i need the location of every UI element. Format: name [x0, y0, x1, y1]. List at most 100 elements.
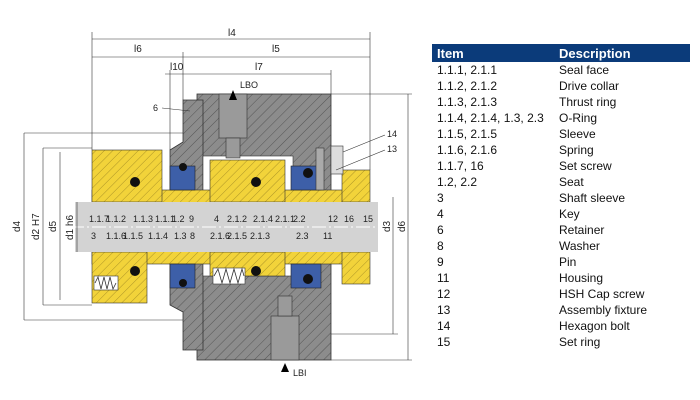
label-2.1.4: 2.1.4 — [253, 214, 273, 224]
spring-coil — [94, 275, 117, 291]
item-cell: 13 — [437, 303, 451, 317]
callout-13: 13 — [387, 144, 397, 154]
label-2.1.2: 2.1.2 — [227, 214, 247, 224]
dim-d4: d4 — [12, 220, 23, 232]
inlet-bore — [277, 295, 293, 317]
label-2.1.6: 2.1.6 — [210, 231, 230, 241]
label-9: 9 — [189, 214, 194, 224]
spring-coil — [213, 267, 245, 285]
hsh-cap-screw — [315, 147, 325, 191]
label-3: 3 — [91, 231, 96, 241]
description-cell: Thrust ring — [559, 95, 617, 109]
port-lbo: LBO — [240, 80, 258, 90]
set-ring-bottom — [341, 251, 371, 285]
description-cell: Assembly fixture — [559, 303, 648, 317]
callout-6: 6 — [153, 103, 158, 113]
item-cell: 1.2, 2.2 — [437, 175, 478, 189]
dim-l4: l4 — [228, 28, 236, 39]
item-cell: 9 — [437, 255, 444, 269]
table-row: 12 HSH Cap screw — [432, 286, 690, 302]
table-row: 11 Housing — [432, 270, 690, 286]
item-cell: 8 — [437, 239, 444, 253]
dim-d1: d1 h6 — [65, 215, 76, 240]
outlet-bore — [225, 137, 241, 159]
label-1.1.4: 1.1.4 — [148, 231, 168, 241]
dim-l5: l5 — [272, 44, 280, 55]
header-description: Description — [554, 44, 690, 62]
table-row: 15 Set ring — [432, 334, 690, 350]
description-cell: Shaft sleeve — [559, 191, 626, 205]
item-cell: 14 — [437, 319, 451, 333]
table-row: 3 Shaft sleeve — [432, 190, 690, 206]
table-row: 9 Pin — [432, 254, 690, 270]
o-ring — [179, 163, 187, 171]
item-cell: 12 — [437, 287, 451, 301]
label-8: 8 — [190, 231, 195, 241]
outlet-port — [218, 93, 248, 139]
item-cell: 1.1.1, 2.1.1 — [437, 63, 498, 77]
description-cell: Retainer — [559, 223, 605, 237]
table-row: 14 Hexagon bolt — [432, 318, 690, 334]
table-header-row: Item Description — [432, 44, 690, 62]
table-row: 8 Washer — [432, 238, 690, 254]
label-15: 15 — [363, 214, 373, 224]
description-cell: O-Ring — [559, 111, 598, 125]
set-ring — [341, 169, 371, 203]
description-cell: HSH Cap screw — [559, 287, 645, 301]
label-1.1.1: 1.1.1 — [155, 214, 175, 224]
description-cell: Set ring — [559, 335, 601, 349]
label-1.1.3: 1.1.3 — [133, 214, 153, 224]
item-cell: 15 — [437, 335, 451, 349]
description-cell: Washer — [559, 239, 600, 253]
description-cell: Hexagon bolt — [559, 319, 630, 333]
label-1.1.5: 1.1.5 — [123, 231, 143, 241]
label-1.1.7: 1.1.7 — [89, 214, 109, 224]
label-1.2: 1.2 — [172, 214, 185, 224]
description-cell: Housing — [559, 271, 604, 285]
dim-d6: d6 — [397, 220, 408, 232]
dim-d3: d3 — [382, 220, 393, 232]
dim-l7: l7 — [255, 62, 263, 73]
dim-d5: d5 — [48, 220, 59, 232]
drive-collar-right-top — [209, 159, 286, 203]
item-cell: 4 — [437, 207, 444, 221]
outlet-arrow-icon — [229, 90, 237, 100]
description-cell: Spring — [559, 143, 594, 157]
mechanical-seal-cross-section: l4 l6 l5 l10 l7 d4 d2 H7 d5 d1 h6 d3 d6 … — [12, 28, 412, 378]
item-cell: 11 — [437, 271, 450, 285]
dim-l6: l6 — [134, 44, 142, 55]
callout-14: 14 — [387, 129, 397, 139]
label-1.1.6: 1.1.6 — [106, 231, 126, 241]
description-cell: Set screw — [559, 159, 612, 173]
o-ring — [179, 279, 187, 287]
inlet-port — [270, 315, 300, 361]
table-row: 13 Assembly fixture — [432, 302, 690, 318]
o-ring — [130, 177, 140, 187]
item-cell: 3 — [437, 191, 444, 205]
header-item: Item — [432, 44, 554, 62]
port-lbi: LBI — [293, 368, 307, 378]
label-2.1.5: 2.1.5 — [227, 231, 247, 241]
dim-l10: l10 — [170, 62, 184, 73]
label-11: 11 — [323, 231, 332, 241]
label-1.3: 1.3 — [174, 231, 187, 241]
lower-part-labels: 3 1.1.6 1.1.5 1.1.4 1.3 8 2.1.6 2.1.5 2.… — [91, 231, 332, 241]
item-cell: 1.1.5, 2.1.5 — [437, 127, 498, 141]
o-ring — [251, 177, 261, 187]
hexagon-bolt — [330, 145, 344, 175]
label-2.2: 2.2 — [293, 214, 306, 224]
label-2.1.3: 2.1.3 — [250, 231, 270, 241]
label-4: 4 — [214, 214, 219, 224]
o-ring — [303, 168, 313, 178]
drive-collar-left-top — [91, 149, 163, 203]
description-cell: Pin — [559, 255, 577, 269]
dimension-lines — [23, 32, 412, 361]
